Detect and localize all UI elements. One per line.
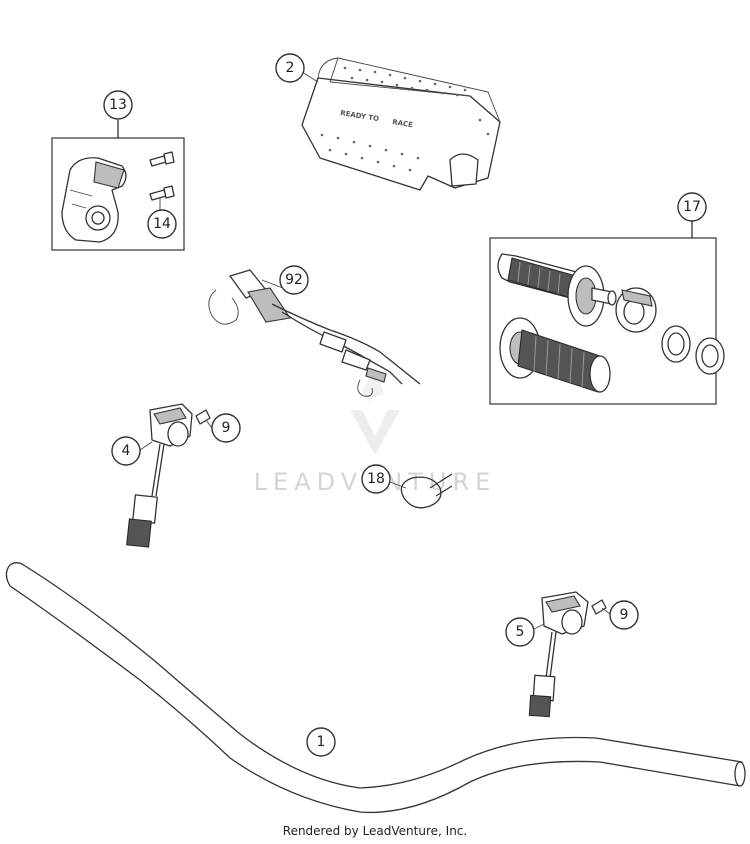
callout-17: 17	[677, 192, 707, 222]
svg-text:13: 13	[109, 97, 127, 113]
callout-13: 13	[103, 90, 133, 120]
throttle-cables	[208, 269, 421, 397]
svg-text:5: 5	[516, 624, 525, 640]
screw-set	[149, 151, 175, 201]
svg-text:9: 9	[222, 420, 231, 436]
pad-print-right: RACE	[392, 118, 414, 129]
svg-text:1: 1	[317, 734, 326, 750]
svg-text:17: 17	[683, 199, 701, 215]
callout-14: 14	[147, 209, 177, 239]
handlebar-pad: READY TO RACE	[301, 57, 501, 191]
grip-lower	[499, 317, 611, 393]
grip-upper	[497, 253, 617, 327]
grip-rings	[661, 325, 725, 375]
callout-18: 18	[361, 464, 391, 494]
group-box-17	[489, 237, 717, 405]
callout-9-upper: 9	[211, 413, 241, 443]
switch-right	[528, 591, 607, 718]
svg-text:9: 9	[620, 607, 629, 623]
callout-5: 5	[505, 617, 535, 647]
svg-text:92: 92	[285, 272, 303, 288]
svg-text:2: 2	[286, 60, 295, 76]
svg-text:18: 18	[367, 471, 385, 487]
watermark-logo	[350, 372, 400, 455]
clutch-perch	[61, 157, 127, 243]
footer-credit: Rendered by LeadVenture, Inc.	[282, 824, 468, 838]
svg-text:14: 14	[153, 216, 171, 232]
switch-left	[126, 403, 211, 548]
handlebar	[5, 562, 746, 814]
callout-2: 2	[275, 53, 305, 83]
throttle-housing	[615, 287, 657, 333]
svg-text:4: 4	[122, 443, 131, 459]
callout-92: 92	[279, 265, 309, 295]
callout-9-lower: 9	[609, 600, 639, 630]
callout-1: 1	[306, 727, 336, 757]
callout-4: 4	[111, 436, 141, 466]
cable-clip	[400, 473, 453, 509]
